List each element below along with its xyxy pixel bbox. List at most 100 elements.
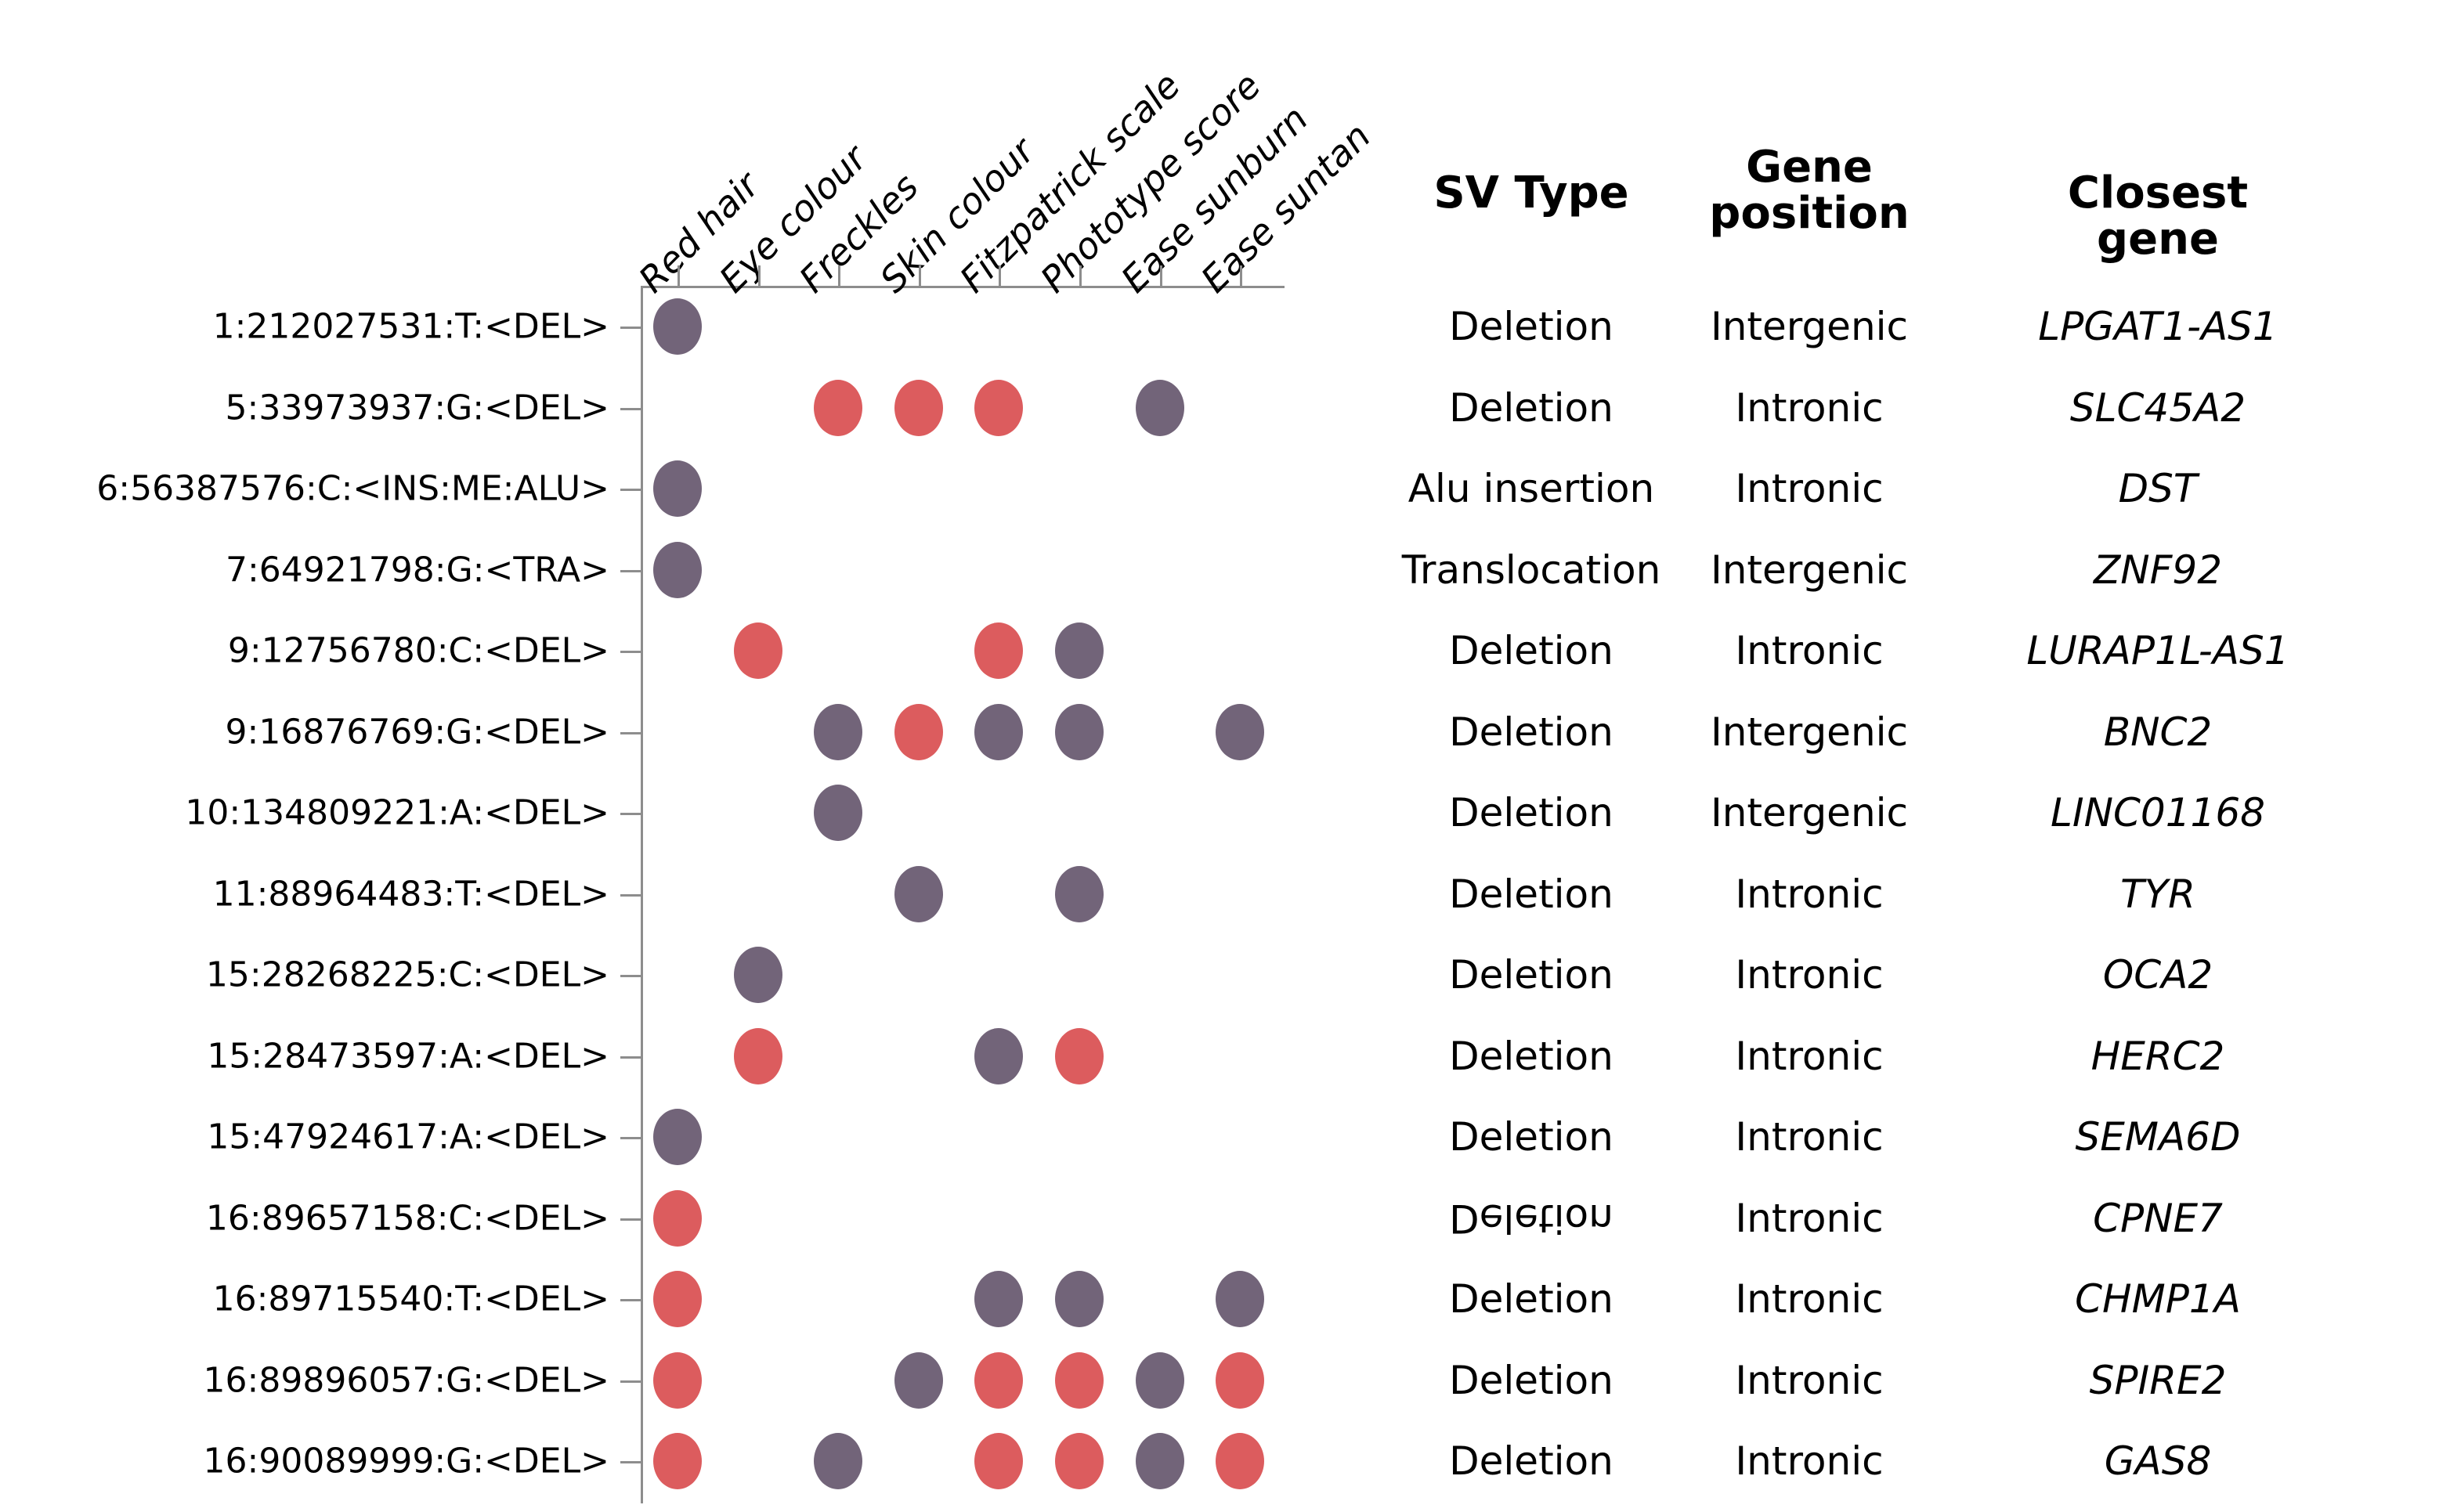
left-tick: [620, 1461, 641, 1463]
annotation-cell-gene-position: Intronic: [1735, 1357, 1884, 1403]
association-dot: [653, 1271, 702, 1327]
association-dot: [1135, 379, 1184, 436]
association-dot: [894, 379, 943, 436]
row-label: 6:56387576:C:<INS:ME:ALU>: [96, 468, 609, 509]
annotation-cell-gene-position: Intronic: [1735, 1195, 1884, 1241]
left-tick: [620, 813, 641, 815]
annotation-cell-closest-gene: ZNF92: [2093, 547, 2223, 593]
row-label: 15:47924617:A:<DEL>: [207, 1117, 609, 1157]
annotation-cell-closest-gene: OCA2: [2102, 952, 2213, 998]
association-dot: [733, 947, 782, 1003]
association-dot: [1135, 1433, 1184, 1489]
association-dot: [974, 1351, 1024, 1409]
left-tick: [620, 1056, 641, 1059]
association-dot: [974, 379, 1024, 436]
association-dot: [653, 1433, 702, 1489]
association-dot: [733, 622, 782, 679]
annotation-cell-closest-gene: CHMP1A: [2075, 1276, 2241, 1322]
annotation-cell-sv-type: Deletion: [1449, 1033, 1613, 1079]
annotation-cell-closest-gene: SLC45A2: [2069, 384, 2246, 431]
association-dot: [1216, 703, 1265, 760]
annotation-cell-closest-gene: BNC2: [2103, 709, 2213, 755]
left-tick: [620, 651, 641, 653]
association-dot: [1055, 622, 1104, 679]
top-tick: [757, 265, 761, 286]
association-dot: [814, 1433, 863, 1489]
association-dot: [974, 703, 1024, 760]
association-dot: [733, 1027, 782, 1084]
annotation-cell-gene-position: Intergenic: [1710, 547, 1909, 593]
row-label: 15:28473597:A:<DEL>: [207, 1036, 609, 1076]
association-dot: [653, 460, 702, 517]
annotation-cell-closest-gene: LINC01168: [2051, 790, 2265, 835]
annotation-cell-sv-type: Deletion: [1449, 1195, 1613, 1241]
association-dot: [974, 1271, 1024, 1327]
row-label: 16:89657158:C:<DEL>: [205, 1198, 609, 1238]
annotation-header-closest-gene: Closest gene: [2067, 168, 2249, 265]
annotation-cell-sv-type: Deletion: [1449, 952, 1613, 998]
row-label: 9:12756780:C:<DEL>: [227, 630, 609, 671]
association-dot: [1055, 1027, 1104, 1084]
plot-axis-left: [641, 286, 643, 1503]
row-label: 9:16876769:G:<DEL>: [225, 712, 609, 752]
top-tick: [1240, 265, 1243, 286]
annotation-cell-sv-type: Deletion: [1449, 1114, 1613, 1160]
left-tick: [620, 975, 641, 977]
plot-axis-top: [641, 286, 1285, 288]
association-dot: [1216, 1271, 1265, 1327]
row-label: 16:89715540:T:<DEL>: [212, 1279, 609, 1319]
annotation-cell-sv-type: Deletion: [1449, 384, 1613, 431]
annotation-cell-gene-position: Intronic: [1735, 384, 1884, 431]
association-dot: [653, 1189, 702, 1247]
annotation-cell-sv-type: Deletion: [1449, 1357, 1613, 1403]
annotation-cell-gene-position: Intronic: [1735, 1438, 1884, 1484]
annotation-cell-closest-gene: SPIRE2: [2089, 1357, 2227, 1403]
association-dot: [1055, 703, 1104, 760]
top-tick: [918, 265, 921, 286]
association-dot: [653, 298, 702, 355]
association-dot: [814, 379, 863, 436]
row-label: 16:89896057:G:<DEL>: [203, 1360, 609, 1400]
row-label: 10:134809221:A:<DEL>: [185, 792, 609, 833]
association-dot: [653, 1351, 702, 1409]
annotation-cell-closest-gene: SEMA6D: [2075, 1114, 2241, 1160]
left-tick: [620, 893, 641, 897]
annotation-cell-gene-position: Intergenic: [1710, 304, 1909, 349]
annotation-cell-gene-position: Intronic: [1735, 1276, 1884, 1322]
annotation-cell-gene-position: Intronic: [1735, 871, 1884, 917]
annotation-cell-gene-position: Intergenic: [1710, 790, 1909, 835]
annotation-header-gene-position: Gene position: [1709, 142, 1910, 239]
annotation-cell-closest-gene: CPNE7: [2093, 1195, 2223, 1241]
left-tick: [620, 1137, 641, 1139]
left-tick: [620, 569, 641, 572]
annotation-cell-sv-type: Deletion: [1449, 871, 1613, 917]
top-tick: [678, 265, 680, 286]
association-dot: [1055, 1433, 1104, 1489]
association-dot: [1135, 1351, 1184, 1409]
row-label: 15:28268225:C:<DEL>: [205, 954, 609, 995]
association-dot: [1055, 865, 1104, 922]
annotation-cell-gene-position: Intronic: [1735, 628, 1884, 673]
annotation-cell-gene-position: Intronic: [1735, 466, 1884, 511]
row-label: 5:33973937:G:<DEL>: [225, 388, 609, 428]
association-dot: [814, 703, 863, 760]
row-label: 1:212027531:T:<DEL>: [212, 306, 609, 347]
left-tick: [620, 1380, 641, 1383]
association-dot: [1055, 1271, 1104, 1327]
annotation-cell-sv-type: Deletion: [1449, 1438, 1613, 1484]
left-tick: [620, 1218, 641, 1221]
top-tick: [1159, 265, 1162, 286]
annotation-cell-gene-position: Intronic: [1735, 1033, 1884, 1079]
annotation-cell-closest-gene: TYR: [2120, 871, 2195, 917]
association-dot: [894, 703, 943, 760]
annotation-cell-closest-gene: DST: [2118, 466, 2198, 511]
top-tick: [999, 265, 1002, 286]
left-tick: [620, 407, 641, 410]
association-dot: [814, 785, 863, 841]
row-label: 16:90089999:G:<DEL>: [203, 1441, 609, 1481]
annotation-cell-sv-type: Deletion: [1449, 304, 1613, 349]
top-tick: [1079, 265, 1082, 286]
association-dot: [1055, 1351, 1104, 1409]
association-dot: [974, 1027, 1024, 1084]
